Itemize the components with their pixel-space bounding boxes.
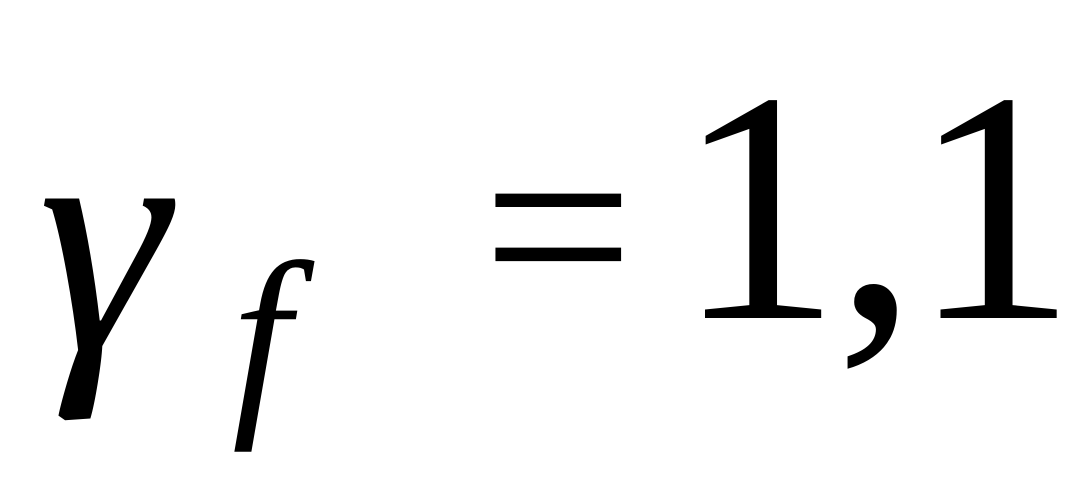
math-formula: γ f = 1,1	[38, 43, 1071, 453]
formula-canvas: γ f = 1,1	[38, 42, 1071, 453]
equals-sign: =	[482, 77, 635, 376]
gamma-symbol: γ	[38, 57, 169, 422]
subscript-f: f	[232, 221, 291, 453]
formula-value: 1,1	[676, 25, 1071, 390]
